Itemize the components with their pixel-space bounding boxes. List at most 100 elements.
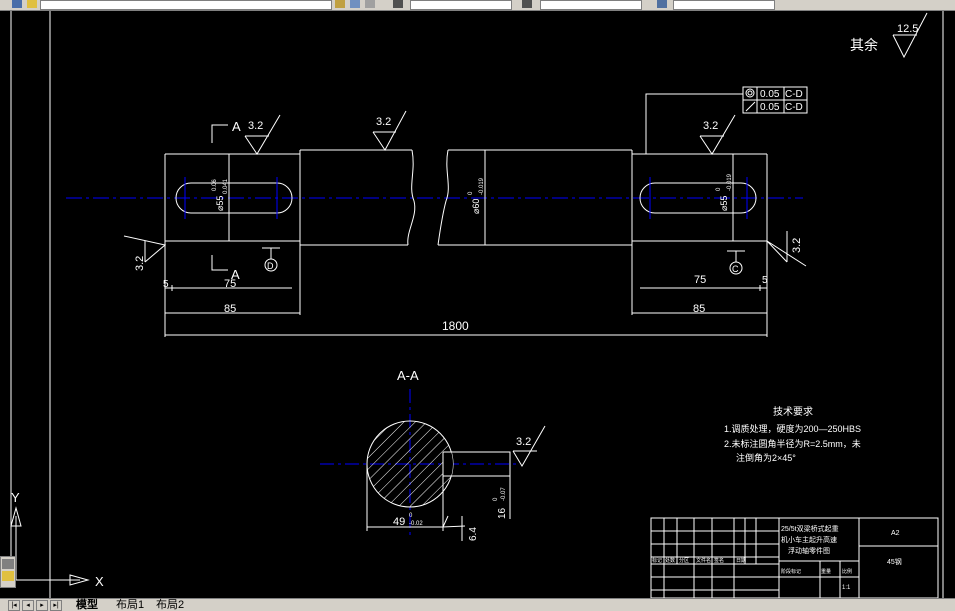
title-block-header-3: 文件名 <box>696 557 711 564</box>
dim-left-85: 85 <box>224 303 236 315</box>
section-circle <box>366 420 511 508</box>
tech-title: 技术要求 <box>773 405 813 418</box>
tab-layout2[interactable]: 布局2 <box>156 599 185 611</box>
title-block-stage: 阶段标记 <box>781 568 801 575</box>
tech-line-2b: 注倒角为2×45° <box>736 452 796 463</box>
dia-middle-tol-bottom: -0.019 <box>479 177 485 195</box>
dim-section-16: 16 <box>497 507 508 519</box>
drawing-canvas[interactable]: 其余 12.5 <box>0 11 955 598</box>
dia-right-label: ⌀55 <box>719 196 729 211</box>
remaining-finish-label: 其余 <box>850 37 878 53</box>
layer-icon[interactable] <box>12 0 22 8</box>
shaft-outline <box>164 149 768 246</box>
keyway-center-marks <box>184 177 748 219</box>
section-mark-bottom: A <box>231 267 240 282</box>
dim-section-16-tol-top: 0 <box>493 497 499 501</box>
title-block-header-row: 标记处数分区文件名签名 日期 <box>652 557 746 564</box>
dia-right-tol-bottom: -0.019 <box>727 173 733 191</box>
title-block-header-2: 分区 <box>679 557 689 564</box>
title-block-header-0: 标记 <box>652 557 662 564</box>
layer-select[interactable] <box>40 0 332 10</box>
dia-left-tol-bottom: 0.041 <box>223 178 229 194</box>
dia-left-tol-top: 0.06 <box>212 179 218 191</box>
dim-right-5: 5 <box>762 275 768 286</box>
title-block-name-3: 浮动轴零件图 <box>788 546 830 555</box>
roughness-right-keyway: 3.2 <box>703 120 718 132</box>
sun-icon[interactable] <box>27 0 37 8</box>
roughness-section-bottom: 6.4 <box>468 527 479 541</box>
last-tab-button[interactable]: ▸| <box>50 600 62 611</box>
section-dimension-lines <box>366 425 546 541</box>
first-tab-button[interactable]: |◂ <box>8 600 20 611</box>
dim-section-49: 49 <box>393 516 405 528</box>
title-block-name-1: 25/5t双梁桥式起重 <box>781 524 839 533</box>
dim-section-49-tol-top: 0 <box>409 513 413 519</box>
toolbar <box>0 0 955 11</box>
dim-section-49-tol-bottom: -0.02 <box>409 521 423 527</box>
color-select[interactable] <box>410 0 512 10</box>
plotstyle-icon[interactable] <box>657 0 667 8</box>
layout-tab-bar: |◂ ◂ ▸ ▸| 模型 布局1 布局2 <box>0 598 955 611</box>
title-block-size: A2 <box>891 530 900 537</box>
prev-tab-button[interactable]: ◂ <box>22 600 34 611</box>
keyway-left <box>175 182 293 214</box>
tab-model[interactable]: 模型 <box>76 599 98 611</box>
color-icon[interactable] <box>393 0 403 8</box>
section-mark-top: A <box>232 119 241 134</box>
tech-line-1: 1.调质处理，硬度为200—250HBS <box>724 423 861 434</box>
tolerance-2-ref: C-D <box>785 102 803 113</box>
tolerance-frames <box>645 86 808 154</box>
dim-section-16-tol-bottom: -0.07 <box>501 487 507 501</box>
dim-right-75: 75 <box>694 274 706 286</box>
dia-middle-label: ⌀60 <box>471 199 481 214</box>
palette-icon[interactable] <box>2 571 14 581</box>
section-marker-lines <box>211 124 228 271</box>
diameter-dimension-lines <box>228 150 734 245</box>
lineweight-select[interactable] <box>673 0 775 10</box>
tech-line-2a: 2.未标注圆角半径为R=2.5mm，未 <box>724 438 861 449</box>
ucs-axis-y: Y <box>11 490 20 505</box>
linetype-select[interactable] <box>540 0 642 10</box>
dia-right-tol-top: 0 <box>716 187 722 191</box>
title-block-weight: 重量 <box>821 568 831 575</box>
remaining-finish-value: 12.5 <box>897 23 918 35</box>
roughness-right-end: 3.2 <box>791 238 803 253</box>
next-tab-button[interactable]: ▸ <box>36 600 48 611</box>
ucs-icon <box>10 506 90 586</box>
title-block-header-4: 签名 <box>714 557 724 564</box>
title-block-ratio: 比例 <box>842 568 852 575</box>
roughness-section: 3.2 <box>516 436 531 448</box>
dim-right-85: 85 <box>693 303 705 315</box>
dim-total: 1800 <box>442 319 469 333</box>
title-block <box>650 517 939 598</box>
section-title: A-A <box>397 368 419 383</box>
title-block-scale: 1:1 <box>842 585 851 591</box>
roughness-middle: 3.2 <box>376 116 391 128</box>
drawing-frame <box>10 11 944 598</box>
dim-left-5: 5 <box>163 279 169 290</box>
dia-left-label: ⌀55 <box>215 196 225 211</box>
tolerance-1: 0.05 <box>760 89 780 100</box>
dim-left-75: 75 <box>224 278 236 290</box>
tolerance-2: 0.05 <box>760 102 780 113</box>
dia-middle-tol-top: 0 <box>468 191 474 195</box>
properties-palette-handle[interactable] <box>0 556 16 588</box>
tolerance-1-ref: C-D <box>785 89 803 100</box>
layer-prev-icon[interactable] <box>350 0 360 8</box>
lineweight-icon[interactable] <box>522 0 532 8</box>
datum-c: C <box>732 264 739 274</box>
keyway-right <box>639 182 757 214</box>
linetype-icon[interactable] <box>365 0 375 8</box>
roughness-left-end: 3.2 <box>134 256 146 271</box>
ucs-axis-x: X <box>95 574 104 589</box>
title-block-header-1: 处数 <box>665 557 675 564</box>
datum-d: D <box>267 261 274 271</box>
title-block-header-5: 日期 <box>736 558 746 564</box>
layer-tools-icon[interactable] <box>335 0 345 8</box>
length-dimension-lines <box>164 241 768 337</box>
roughness-symbol-remaining <box>892 12 928 59</box>
tab-layout1[interactable]: 布局1 <box>116 599 145 611</box>
settings-icon[interactable] <box>2 559 14 569</box>
title-block-name-2: 机小车主起升高速 <box>781 535 837 544</box>
roughness-left-keyway: 3.2 <box>248 120 263 132</box>
